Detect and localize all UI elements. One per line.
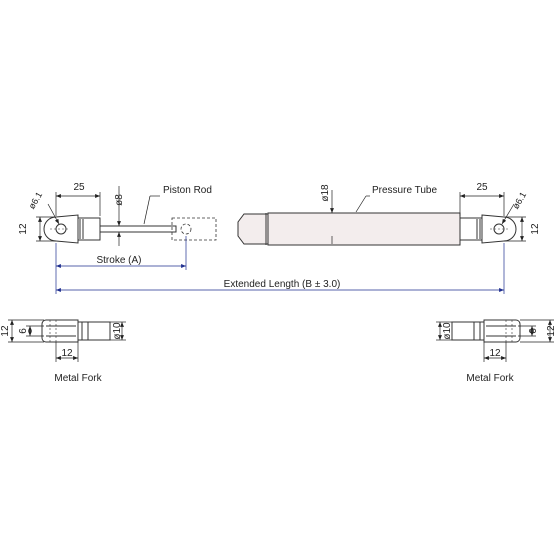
pressure-tube <box>237 212 461 246</box>
left-eye-height-dim: 12 <box>18 223 29 235</box>
extended-length-label: Extended Length (B ± 3.0) <box>224 279 341 290</box>
pressure-tube-label: Pressure Tube <box>372 185 437 196</box>
blue-dimension-lines <box>55 236 505 294</box>
stroke-label: Stroke (A) <box>96 255 141 266</box>
gas-spring-assembly <box>43 212 517 246</box>
right-fork-diameter-dim: ø10 <box>442 322 453 340</box>
right-fork-slot-dim: 6 <box>528 328 539 334</box>
right-eye-height-dim: 12 <box>530 223 541 235</box>
right-eye-end-fitting <box>459 214 517 244</box>
dimension-lines <box>36 186 526 246</box>
left-eye-hole <box>55 223 67 235</box>
left-eye-hole-dim: ø6.1 <box>27 190 45 211</box>
left-eye-length-dim: 25 <box>73 182 85 193</box>
left-metal-fork <box>41 319 111 343</box>
left-fork-length-dim: 12 <box>61 348 73 359</box>
left-fork-dimensions <box>8 319 126 362</box>
right-eye-length-dim: 25 <box>476 182 488 193</box>
left-eye-end-fitting <box>43 214 101 244</box>
right-fork-height-dim: 12 <box>546 325 557 337</box>
right-metal-fork <box>451 319 521 343</box>
retracted-eye-outline <box>171 217 217 241</box>
left-fork-label: Metal Fork <box>54 373 102 384</box>
right-eye-hole-dim: ø6.1 <box>511 190 529 211</box>
piston-rod-label: Piston Rod <box>163 185 212 196</box>
left-fork-slot-dim: 6 <box>18 328 29 334</box>
left-fork-diameter-dim: ø10 <box>112 322 123 340</box>
left-fork-height-dim: 12 <box>0 325 11 337</box>
piston-rod <box>99 225 177 233</box>
right-fork-label: Metal Fork <box>466 373 514 384</box>
right-fork-dimensions <box>436 319 554 362</box>
tube-diameter-dim: ø18 <box>320 184 331 202</box>
right-fork-length-dim: 12 <box>489 348 501 359</box>
rod-diameter-dim: ø8 <box>114 194 125 206</box>
